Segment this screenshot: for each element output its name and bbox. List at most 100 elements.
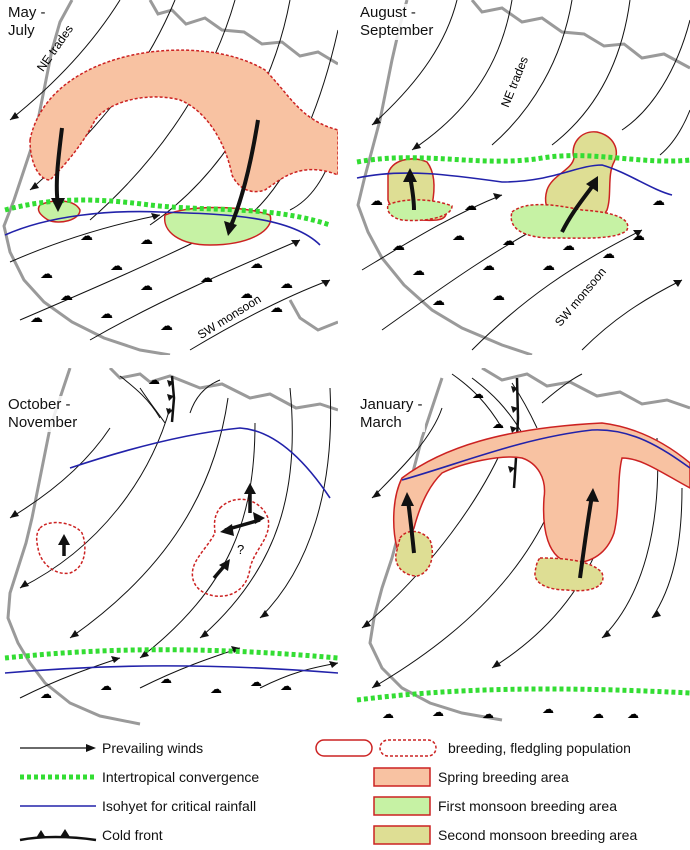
panel-may-july: ☁☁ ☁☁ ☁☁ ☁☁ ☁☁ ☁☁ ☁☁ May - July NE trade… xyxy=(0,0,338,355)
spring-breeding-area xyxy=(29,49,338,193)
isohyet-line xyxy=(69,427,331,499)
legend-item-spring: Spring breeding area xyxy=(372,765,569,789)
legend-label: First monsoon breeding area xyxy=(438,798,617,814)
svg-text:☁: ☁ xyxy=(482,707,494,721)
locust-migration-arrows xyxy=(51,119,260,236)
isohyet-line xyxy=(4,665,338,674)
svg-text:☁: ☁ xyxy=(148,373,160,387)
svg-text:☁: ☁ xyxy=(632,228,645,243)
svg-text:☁: ☁ xyxy=(370,193,383,208)
legend-item-winds: Prevailing winds xyxy=(10,736,203,760)
svg-text:☁: ☁ xyxy=(100,306,113,321)
rain-cloud-icons: ☁☁ ☁☁ ☁☁ ☁☁ ☁☁ ☁☁ ☁☁ xyxy=(30,228,293,333)
svg-text:☁: ☁ xyxy=(80,228,93,243)
legend-label: Second monsoon breeding area xyxy=(438,827,638,843)
unknown-route-marker: ? xyxy=(237,542,244,557)
isohyet-line xyxy=(4,210,321,246)
breeding-fledgling-population xyxy=(191,498,270,597)
svg-text:☁: ☁ xyxy=(160,672,172,686)
prevailing-wind-lines xyxy=(9,375,338,699)
svg-text:☁: ☁ xyxy=(160,318,173,333)
isohyet-line xyxy=(356,164,673,196)
svg-text:☁: ☁ xyxy=(592,707,604,721)
itcz-icon xyxy=(20,774,96,780)
legend-label: Isohyet for critical rainfall xyxy=(102,798,257,814)
svg-text:☁: ☁ xyxy=(100,679,112,693)
spring-area-swatch xyxy=(373,767,431,787)
breeding-outline-icon xyxy=(315,739,437,757)
season-title: January - March xyxy=(358,396,425,432)
rain-cloud-icons: ☁☁ ☁☁ ☁☁ ☁☁ ☁☁ ☁☁ ☁☁ xyxy=(370,193,665,308)
itcz-line xyxy=(356,686,690,703)
isohyet-icon xyxy=(20,805,96,807)
spring-breeding-area xyxy=(392,422,690,564)
svg-text:☁: ☁ xyxy=(280,276,293,291)
svg-text:☁: ☁ xyxy=(542,258,555,273)
svg-text:☁: ☁ xyxy=(472,387,484,401)
svg-text:☁: ☁ xyxy=(602,246,615,261)
svg-text:☁: ☁ xyxy=(432,705,444,719)
isohyet-line xyxy=(401,429,690,481)
panel-oct-nov: ? ☁☁ ☁☁ ☁☁ ☁ October - November xyxy=(0,368,338,726)
second-monsoon-swatch xyxy=(373,825,431,845)
second-monsoon-area xyxy=(395,530,434,577)
first-monsoon-swatch xyxy=(373,796,431,816)
legend-item-second-monsoon: Second monsoon breeding area xyxy=(372,823,637,847)
legend-label: breeding, fledgling population xyxy=(448,740,631,756)
svg-text:☁: ☁ xyxy=(412,263,425,278)
coastline xyxy=(356,0,690,355)
svg-text:☁: ☁ xyxy=(464,198,477,213)
svg-text:☁: ☁ xyxy=(140,278,153,293)
svg-text:☁: ☁ xyxy=(627,707,639,721)
svg-text:☁: ☁ xyxy=(562,238,575,253)
legend-item-first-monsoon: First monsoon breeding area xyxy=(372,794,617,818)
svg-text:☁: ☁ xyxy=(250,675,262,689)
cold-front-icon xyxy=(19,829,97,842)
svg-text:☁: ☁ xyxy=(492,288,505,303)
svg-text:☁: ☁ xyxy=(502,233,515,248)
coastline xyxy=(6,368,338,726)
itcz-line xyxy=(356,153,690,165)
svg-text:☁: ☁ xyxy=(240,286,253,301)
wind-arrow-icon xyxy=(20,744,96,752)
prevailing-wind-arrowheads xyxy=(10,510,338,668)
season-title: May - July xyxy=(6,4,48,40)
cold-front xyxy=(166,375,176,423)
legend-label: Intertropical convergence xyxy=(102,769,260,785)
legend-item-isohyet: Isohyet for critical rainfall xyxy=(10,794,256,818)
legend-item-itcz: Intertropical convergence xyxy=(10,765,259,789)
svg-text:☁: ☁ xyxy=(40,687,52,701)
panel-jan-mar: ☁☁ ☁☁ ☁☁ ☁☁ January - March xyxy=(352,368,690,726)
itcz-line xyxy=(4,647,338,661)
legend-label: Cold front xyxy=(102,827,163,843)
season-title: October - November xyxy=(6,396,80,432)
legend-item-breeding: breeding, fledgling population xyxy=(312,736,631,760)
second-monsoon-area xyxy=(534,557,604,592)
svg-text:☁: ☁ xyxy=(482,258,495,273)
legend-label: Spring breeding area xyxy=(438,769,569,785)
svg-text:☁: ☁ xyxy=(652,193,665,208)
panel-aug-sep: ☁☁ ☁☁ ☁☁ ☁☁ ☁☁ ☁☁ ☁☁ August - September … xyxy=(352,0,690,355)
legend-item-cold-front: Cold front xyxy=(10,823,163,847)
prevailing-wind-lines xyxy=(361,0,690,351)
svg-text:☁: ☁ xyxy=(492,417,504,431)
svg-text:☁: ☁ xyxy=(110,258,123,273)
svg-text:☁: ☁ xyxy=(40,266,53,281)
coastline xyxy=(2,0,338,355)
svg-text:☁: ☁ xyxy=(60,288,73,303)
coastline xyxy=(368,368,690,722)
season-title: August - September xyxy=(358,4,436,40)
svg-text:☁: ☁ xyxy=(452,228,465,243)
svg-text:☁: ☁ xyxy=(270,300,283,315)
legend: Prevailing winds Intertropical convergen… xyxy=(0,728,690,850)
rain-cloud-icons: ☁☁ ☁☁ ☁☁ ☁☁ xyxy=(382,387,639,721)
legend-label: Prevailing winds xyxy=(102,740,204,756)
svg-text:☁: ☁ xyxy=(140,232,153,247)
svg-text:☁: ☁ xyxy=(200,270,213,285)
rain-cloud-icons: ☁☁ ☁☁ ☁☁ ☁ xyxy=(40,373,292,701)
prevailing-wind-arrowheads xyxy=(362,490,661,688)
svg-text:☁: ☁ xyxy=(250,256,263,271)
locust-migration-arrowheads xyxy=(401,488,599,506)
svg-text:☁: ☁ xyxy=(280,679,292,693)
